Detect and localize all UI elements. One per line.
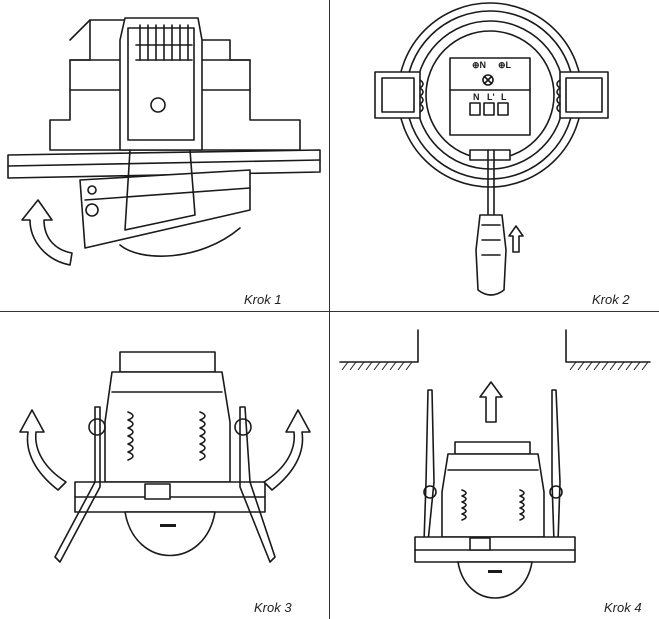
right-outward-arrow-icon <box>263 409 311 491</box>
step-4-illustration <box>339 329 651 599</box>
push-up-arrow-icon <box>508 225 524 253</box>
ceiling-right <box>565 329 651 371</box>
step-4-caption: Krok 4 <box>604 600 642 615</box>
step-2-caption: Krok 2 <box>592 292 630 307</box>
terminal-l-label: L <box>501 92 507 102</box>
step-3-caption: Krok 3 <box>254 600 292 615</box>
step-2-illustration: ⊕N ⊕L N L' L <box>374 2 609 296</box>
terminal-n-label: N <box>473 92 480 102</box>
spring-coils <box>135 24 193 61</box>
ceiling-left <box>339 329 419 371</box>
step-3-illustration <box>19 351 311 563</box>
terminal-top-left-label: ⊕N <box>472 60 486 70</box>
step-1-panel: Krok 1 <box>0 0 329 311</box>
left-outward-arrow-icon <box>19 409 67 491</box>
vertical-divider <box>329 0 330 619</box>
step-1-caption: Krok 1 <box>244 292 282 307</box>
step-2-panel: ⊕N ⊕L N L' L Krok 2 <box>330 0 659 311</box>
spring-coils <box>127 411 206 461</box>
insert-up-arrow-icon <box>479 381 503 423</box>
side-clips <box>374 71 609 119</box>
step-4-panel: Krok 4 <box>330 312 659 619</box>
terminal-top-right-label: ⊕L <box>498 60 512 70</box>
step-1-illustration <box>7 17 321 266</box>
horizontal-divider <box>0 311 659 312</box>
spring-coils <box>461 489 525 521</box>
terminal-lprime-label: L' <box>487 92 495 102</box>
screwdriver-icon <box>475 149 507 296</box>
rotate-arrow-icon <box>21 199 73 266</box>
step-3-panel: Krok 3 <box>0 312 329 619</box>
